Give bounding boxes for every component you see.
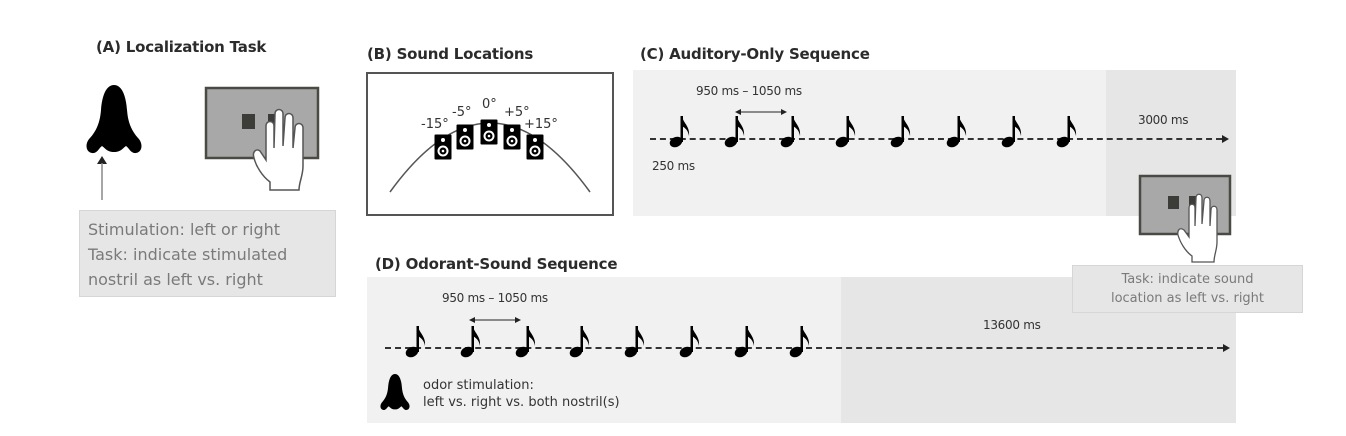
timeline-arrowhead	[1222, 135, 1229, 143]
musical-note-icon	[460, 324, 482, 358]
musical-note-icon	[515, 324, 537, 358]
speaker-icon	[526, 134, 544, 160]
musical-note-icon	[890, 114, 912, 148]
musical-note-icon	[789, 324, 811, 358]
musical-note-icon	[679, 324, 701, 358]
panel-a-info-box: Stimulation: left or right Task: indicat…	[79, 210, 336, 297]
sound-locations-box: -15° -5° 0° +5° +15°	[366, 72, 614, 216]
info-line: Stimulation: left or right	[88, 220, 281, 239]
odor-line: odor stimulation:	[423, 378, 534, 393]
angle-label: 0°	[482, 97, 497, 112]
panel-a-title: (A) Localization Task	[96, 38, 267, 56]
nose-icon	[380, 373, 410, 410]
angle-label: +5°	[504, 105, 530, 120]
musical-note-icon	[734, 324, 756, 358]
musical-note-icon	[1056, 114, 1078, 148]
odor-stimulation-text: odor stimulation: left vs. right vs. bot…	[423, 377, 620, 411]
musical-note-icon	[405, 324, 427, 358]
hand-icon	[1177, 193, 1218, 263]
musical-note-icon	[835, 114, 857, 148]
hand-icon	[252, 108, 304, 191]
tone-duration-label: 250 ms	[652, 159, 695, 173]
timeline-c	[650, 138, 1222, 140]
response-box-icon	[204, 86, 320, 191]
interval-double-arrow	[469, 317, 521, 323]
odor-line: left vs. right vs. both nostril(s)	[423, 395, 620, 410]
interval-double-arrow	[735, 109, 787, 115]
up-arrow-icon	[97, 156, 107, 200]
timeline-arrowhead	[1223, 344, 1230, 352]
response-window-label: 13600 ms	[983, 318, 1041, 332]
speaker-icon	[456, 124, 474, 150]
speaker-icon	[480, 119, 498, 145]
task-line: location as left vs. right	[1110, 291, 1265, 306]
angle-label: -5°	[452, 105, 472, 120]
interval-label: 950 ms – 1050 ms	[442, 291, 548, 305]
panel-c-task-box-overlay: Task: indicate sound location as left vs…	[1072, 265, 1303, 313]
response-window-label: 3000 ms	[1138, 113, 1189, 127]
musical-note-icon	[780, 114, 802, 148]
timeline-d	[385, 347, 1223, 349]
interval-label: 950 ms – 1050 ms	[696, 84, 802, 98]
panel-c-sequence-area	[633, 70, 1106, 216]
info-line: nostril as left vs. right	[88, 270, 263, 289]
musical-note-icon	[569, 324, 591, 358]
musical-note-icon	[1001, 114, 1023, 148]
musical-note-icon	[724, 114, 746, 148]
angle-label: +15°	[524, 117, 558, 132]
panel-d-title: (D) Odorant-Sound Sequence	[375, 255, 618, 273]
speaker-icon	[503, 124, 521, 150]
info-line: Task: indicate stimulated	[88, 245, 288, 264]
task-line: Task: indicate sound	[1121, 272, 1254, 287]
musical-note-icon	[946, 114, 968, 148]
panel-b-title: (B) Sound Locations	[367, 45, 534, 63]
speaker-icon	[434, 134, 452, 160]
panel-d-sequence-area	[367, 277, 841, 423]
musical-note-icon	[624, 324, 646, 358]
musical-note-icon	[669, 114, 691, 148]
nose-icon	[86, 85, 142, 154]
panel-c-title: (C) Auditory-Only Sequence	[640, 45, 870, 63]
angle-label: -15°	[421, 117, 449, 132]
response-box-icon	[1138, 174, 1232, 263]
